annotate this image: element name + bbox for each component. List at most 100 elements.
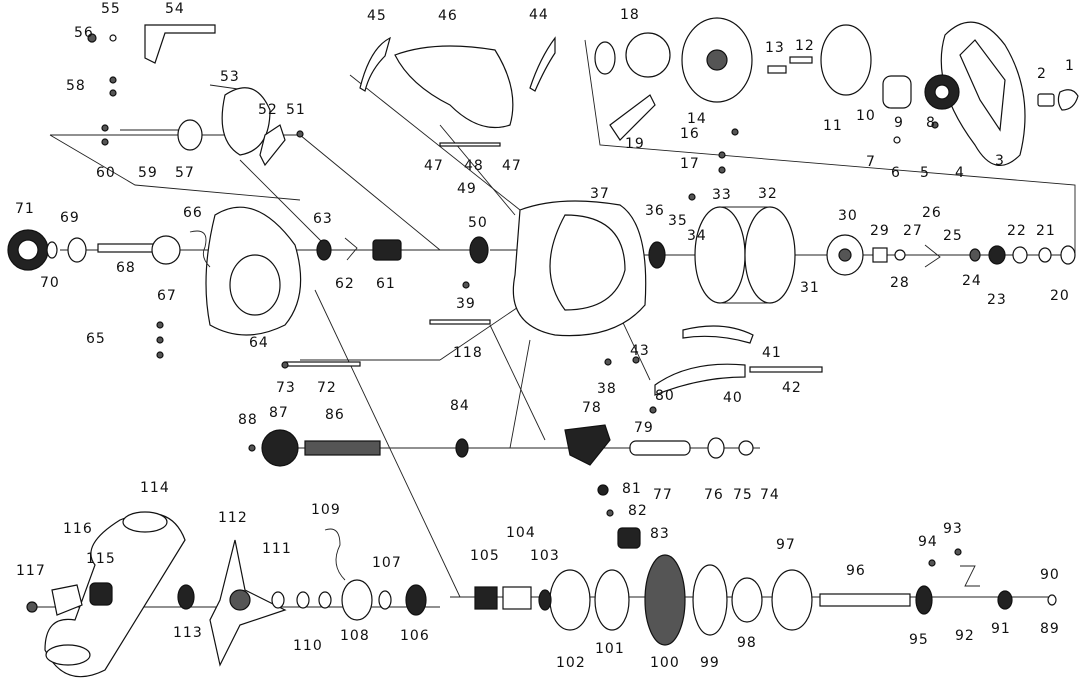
label-87: 87 bbox=[269, 405, 289, 421]
label-16: 16 bbox=[680, 126, 700, 142]
part-83 bbox=[617, 527, 641, 549]
label-74: 74 bbox=[760, 487, 780, 503]
label-79: 79 bbox=[634, 420, 654, 436]
label-6: 6 bbox=[891, 165, 901, 181]
part-50-bearing bbox=[469, 236, 489, 264]
label-101: 101 bbox=[595, 641, 625, 657]
label-82: 82 bbox=[628, 503, 648, 519]
part-52 bbox=[259, 124, 286, 167]
label-107: 107 bbox=[372, 555, 402, 571]
part-97-star-drag bbox=[771, 569, 813, 631]
label-117: 117 bbox=[16, 563, 46, 579]
part-41 bbox=[682, 325, 754, 344]
part-2-spring bbox=[1037, 93, 1055, 107]
label-63: 63 bbox=[313, 211, 333, 227]
part-42 bbox=[749, 366, 823, 373]
part-18-clutch bbox=[625, 32, 671, 78]
part-99 bbox=[692, 564, 728, 636]
label-61: 61 bbox=[376, 276, 396, 292]
part-48 bbox=[439, 142, 501, 147]
label-8: 8 bbox=[926, 115, 936, 131]
label-113: 113 bbox=[173, 625, 203, 641]
label-108: 108 bbox=[340, 628, 370, 644]
part-117 bbox=[26, 601, 38, 613]
label-83: 83 bbox=[650, 526, 670, 542]
label-103: 103 bbox=[530, 548, 560, 564]
part-108 bbox=[341, 579, 373, 621]
label-67: 67 bbox=[157, 288, 177, 304]
label-106: 106 bbox=[400, 628, 430, 644]
part-32-spool bbox=[694, 206, 746, 304]
label-40: 40 bbox=[723, 390, 743, 406]
label-84: 84 bbox=[450, 398, 470, 414]
label-25: 25 bbox=[943, 228, 963, 244]
label-50: 50 bbox=[468, 215, 488, 231]
label-53: 53 bbox=[220, 69, 240, 85]
part-68-shaft bbox=[97, 243, 159, 253]
part-95 bbox=[915, 585, 933, 615]
label-88: 88 bbox=[238, 412, 258, 428]
label-109: 109 bbox=[311, 502, 341, 518]
label-49: 49 bbox=[457, 181, 477, 197]
label-9: 9 bbox=[894, 115, 904, 131]
label-73: 73 bbox=[276, 380, 296, 396]
label-100: 100 bbox=[650, 655, 680, 671]
label-30: 30 bbox=[838, 208, 858, 224]
part-19-rack bbox=[609, 94, 656, 141]
label-14: 14 bbox=[687, 111, 707, 127]
label-118: 118 bbox=[453, 345, 483, 361]
part-101 bbox=[594, 569, 630, 631]
label-62: 62 bbox=[335, 276, 355, 292]
label-28: 28 bbox=[890, 275, 910, 291]
label-7: 7 bbox=[866, 154, 876, 170]
label-23: 23 bbox=[987, 292, 1007, 308]
label-33: 33 bbox=[712, 187, 732, 203]
label-54: 54 bbox=[165, 1, 185, 17]
label-13: 13 bbox=[765, 40, 785, 56]
label-60: 60 bbox=[96, 165, 116, 181]
label-99: 99 bbox=[700, 655, 720, 671]
label-18: 18 bbox=[620, 7, 640, 23]
label-92: 92 bbox=[955, 628, 975, 644]
part-102 bbox=[549, 569, 591, 631]
label-102: 102 bbox=[556, 655, 586, 671]
label-21: 21 bbox=[1036, 223, 1056, 239]
label-78: 78 bbox=[582, 400, 602, 416]
part-72 bbox=[284, 361, 361, 367]
label-24: 24 bbox=[962, 273, 982, 289]
part-87 bbox=[261, 429, 299, 467]
part-1-knob bbox=[1057, 89, 1079, 111]
part-114-handle bbox=[44, 512, 186, 678]
label-3: 3 bbox=[995, 153, 1005, 169]
label-115: 115 bbox=[86, 551, 116, 567]
part-118 bbox=[429, 319, 491, 325]
label-12: 12 bbox=[795, 38, 815, 54]
label-91: 91 bbox=[991, 621, 1011, 637]
label-4: 4 bbox=[955, 165, 965, 181]
label-72: 72 bbox=[317, 380, 337, 396]
label-55: 55 bbox=[101, 1, 121, 17]
label-116: 116 bbox=[63, 521, 93, 537]
part-106 bbox=[405, 584, 427, 616]
label-95: 95 bbox=[909, 632, 929, 648]
label-71: 71 bbox=[15, 201, 35, 217]
label-70: 70 bbox=[40, 275, 60, 291]
label-57: 57 bbox=[175, 165, 195, 181]
label-37: 37 bbox=[590, 186, 610, 202]
label-20: 20 bbox=[1050, 288, 1070, 304]
label-104: 104 bbox=[506, 525, 536, 541]
part-66 bbox=[189, 230, 211, 268]
label-96: 96 bbox=[846, 563, 866, 579]
part-93 bbox=[960, 565, 980, 587]
part-105 bbox=[474, 586, 498, 610]
label-29: 29 bbox=[870, 223, 890, 239]
label-64: 64 bbox=[249, 335, 269, 351]
label-80: 80 bbox=[655, 388, 675, 404]
label-10: 10 bbox=[856, 108, 876, 124]
label-77: 77 bbox=[653, 487, 673, 503]
part-labels: 1 2 3 4 5 6 7 8 9 10 11 12 13 14 16 17 1… bbox=[15, 1, 1074, 671]
part-9-cylinder bbox=[882, 75, 912, 109]
label-39: 39 bbox=[456, 296, 476, 312]
label-52: 52 bbox=[258, 102, 278, 118]
